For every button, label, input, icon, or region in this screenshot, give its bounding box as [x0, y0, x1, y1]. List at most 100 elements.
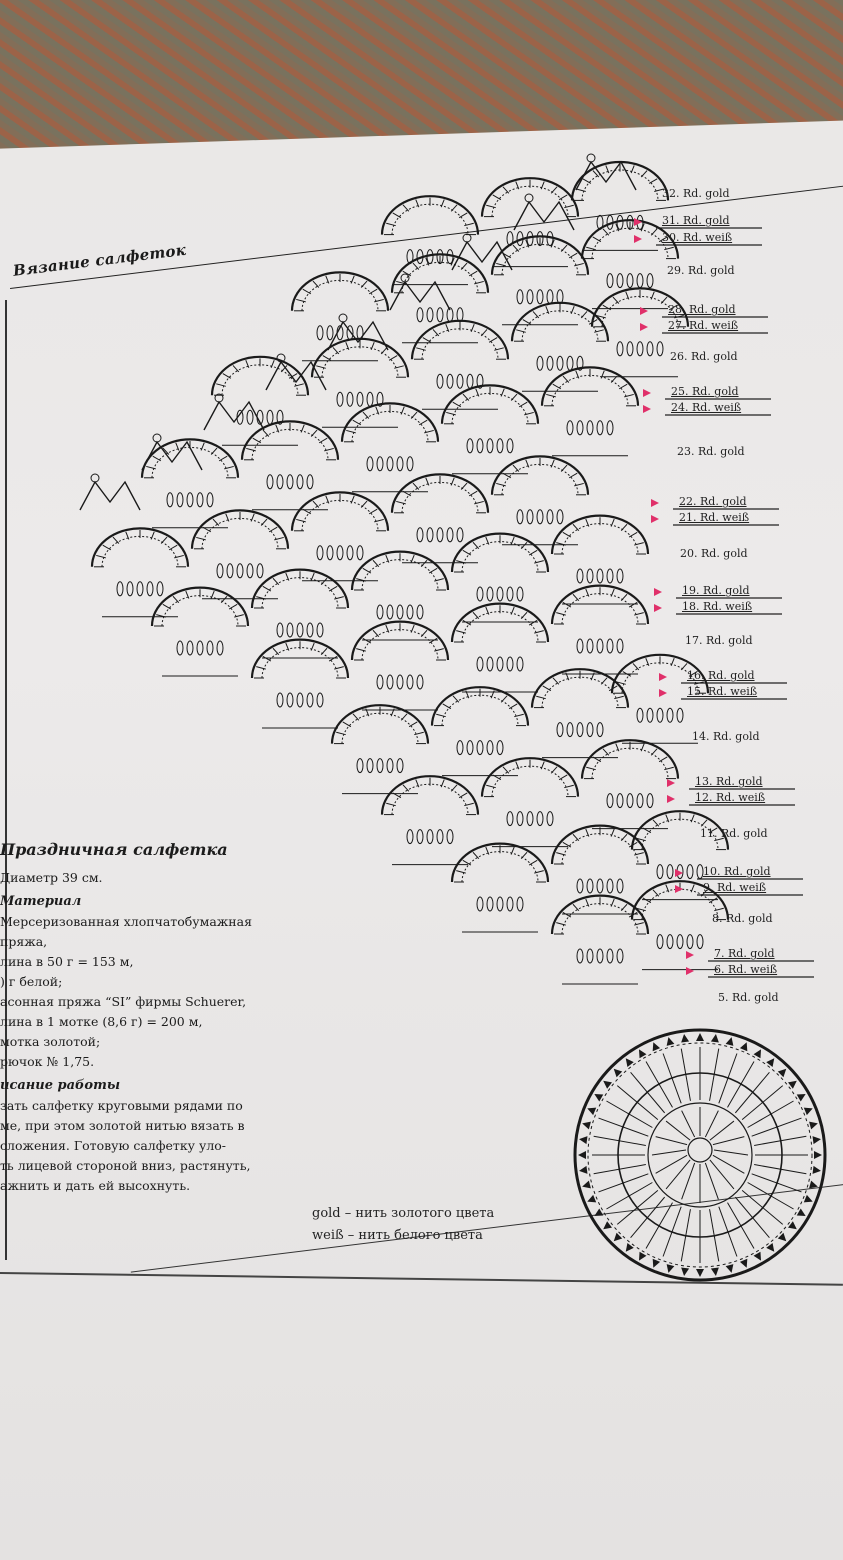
chain-loop — [186, 640, 194, 656]
scallop-inner-arc — [401, 261, 479, 293]
chain-loop — [466, 373, 474, 389]
scallop-arc — [90, 527, 190, 567]
medallion-edge-stitch — [652, 1042, 661, 1052]
stitch-post — [485, 606, 490, 615]
scallop-inner-arc — [391, 783, 469, 815]
round-label: 9. Rd. weiß — [703, 881, 767, 894]
scallop-arc — [240, 420, 340, 460]
medallion-spoke — [734, 1196, 770, 1239]
stitch-post — [510, 393, 518, 401]
stitch-post — [642, 897, 652, 904]
stitch-post — [610, 898, 615, 907]
medallion-edge-stitch — [696, 1033, 704, 1041]
round-label: 22. Rd. gold — [679, 495, 747, 508]
chain-loop — [316, 545, 324, 561]
chain-loop — [426, 527, 434, 543]
picot-edge — [327, 320, 389, 351]
stitch-post — [368, 288, 378, 295]
round-start-marker — [654, 588, 662, 596]
stitch-post — [600, 370, 605, 379]
diameter-text: Диаметр 39 см. — [0, 870, 103, 885]
round-label: 5. Rd. gold — [718, 991, 779, 1004]
stitch-post — [602, 304, 612, 311]
stitch-post — [456, 630, 466, 634]
round-label: 7. Rd. gold — [714, 947, 775, 960]
stitch-post — [560, 464, 568, 472]
stitch-post — [592, 236, 602, 243]
chain-loop — [146, 581, 154, 597]
scallop-arc — [550, 584, 650, 625]
work-line: ажнить и дать ей высохнуть. — [0, 1178, 191, 1193]
stitch-post — [420, 559, 428, 568]
medallion-edge-stitch — [603, 1080, 612, 1089]
chain-loop — [396, 758, 404, 774]
scallop-arc — [440, 384, 540, 424]
picot-edge — [389, 280, 451, 311]
stitch-post — [434, 648, 444, 652]
stitch-post — [546, 393, 556, 398]
stitch-post — [600, 677, 608, 685]
round-start-marker — [643, 405, 651, 413]
stitch-post — [408, 721, 418, 728]
stitch-post — [432, 329, 440, 337]
chain-loop — [596, 722, 604, 738]
chain-loop — [336, 545, 344, 561]
stitch-post — [285, 572, 290, 581]
stitch-post — [522, 319, 532, 325]
stitch-post — [516, 329, 526, 333]
chain-loop — [326, 545, 334, 561]
stitch-post — [428, 637, 438, 644]
chain-loop — [616, 878, 624, 894]
chain-loop — [416, 249, 424, 265]
medallion-edge-stitch — [777, 1232, 787, 1242]
stitch-post — [634, 612, 644, 616]
stitch-post — [694, 681, 704, 685]
chain-loop — [336, 391, 344, 407]
medallion-edge-stitch — [603, 1221, 612, 1230]
medallion-spoke — [593, 1135, 646, 1146]
chain-loop — [236, 563, 244, 579]
round-start-marker — [667, 779, 675, 787]
medallion-edge-stitch — [812, 1136, 821, 1145]
round-label: 29. Rd. gold — [667, 264, 735, 277]
medallion-edge-stitch — [666, 1264, 675, 1273]
chain-loop — [666, 707, 674, 723]
scallop-inner-arc — [491, 765, 569, 797]
scallop-inner-arc — [391, 203, 469, 235]
chain-loop — [606, 273, 614, 289]
stitch-post — [550, 459, 555, 468]
stitch-post — [352, 713, 360, 721]
picot-loop — [338, 313, 348, 323]
chain-loop — [656, 341, 664, 357]
chain-loop — [606, 568, 614, 584]
scallop-inner-arc — [561, 903, 639, 935]
medallion-spoke — [709, 1048, 720, 1101]
stitch-post — [415, 199, 420, 208]
medallion-edge-stitch — [681, 1267, 690, 1276]
stitch-post — [648, 178, 658, 184]
stitch-post — [156, 614, 166, 618]
stitch-post — [472, 851, 480, 860]
chain-loop — [326, 325, 334, 341]
stitch-post — [385, 554, 390, 563]
chain-loop — [576, 568, 584, 584]
round-start-marker — [686, 951, 694, 959]
scallop-arc — [550, 894, 650, 935]
stitch-post — [424, 429, 434, 434]
chain-loop — [286, 692, 294, 708]
medallion-inner-spoke — [712, 1154, 745, 1174]
scallop-arc — [580, 219, 680, 259]
stitch-post — [620, 833, 628, 842]
chain-loop — [316, 622, 324, 638]
chain-loop — [526, 289, 534, 305]
medallion-edge-stitch — [587, 1194, 597, 1203]
medallion-edge-stitch — [639, 1049, 647, 1059]
stitch-post — [528, 549, 538, 556]
round-start-marker — [686, 967, 694, 975]
chain-loop — [516, 586, 524, 602]
medallion-spoke — [662, 1206, 682, 1257]
chain-loop — [516, 811, 524, 827]
stitch-post — [590, 672, 595, 681]
round-start-marker — [675, 869, 683, 877]
